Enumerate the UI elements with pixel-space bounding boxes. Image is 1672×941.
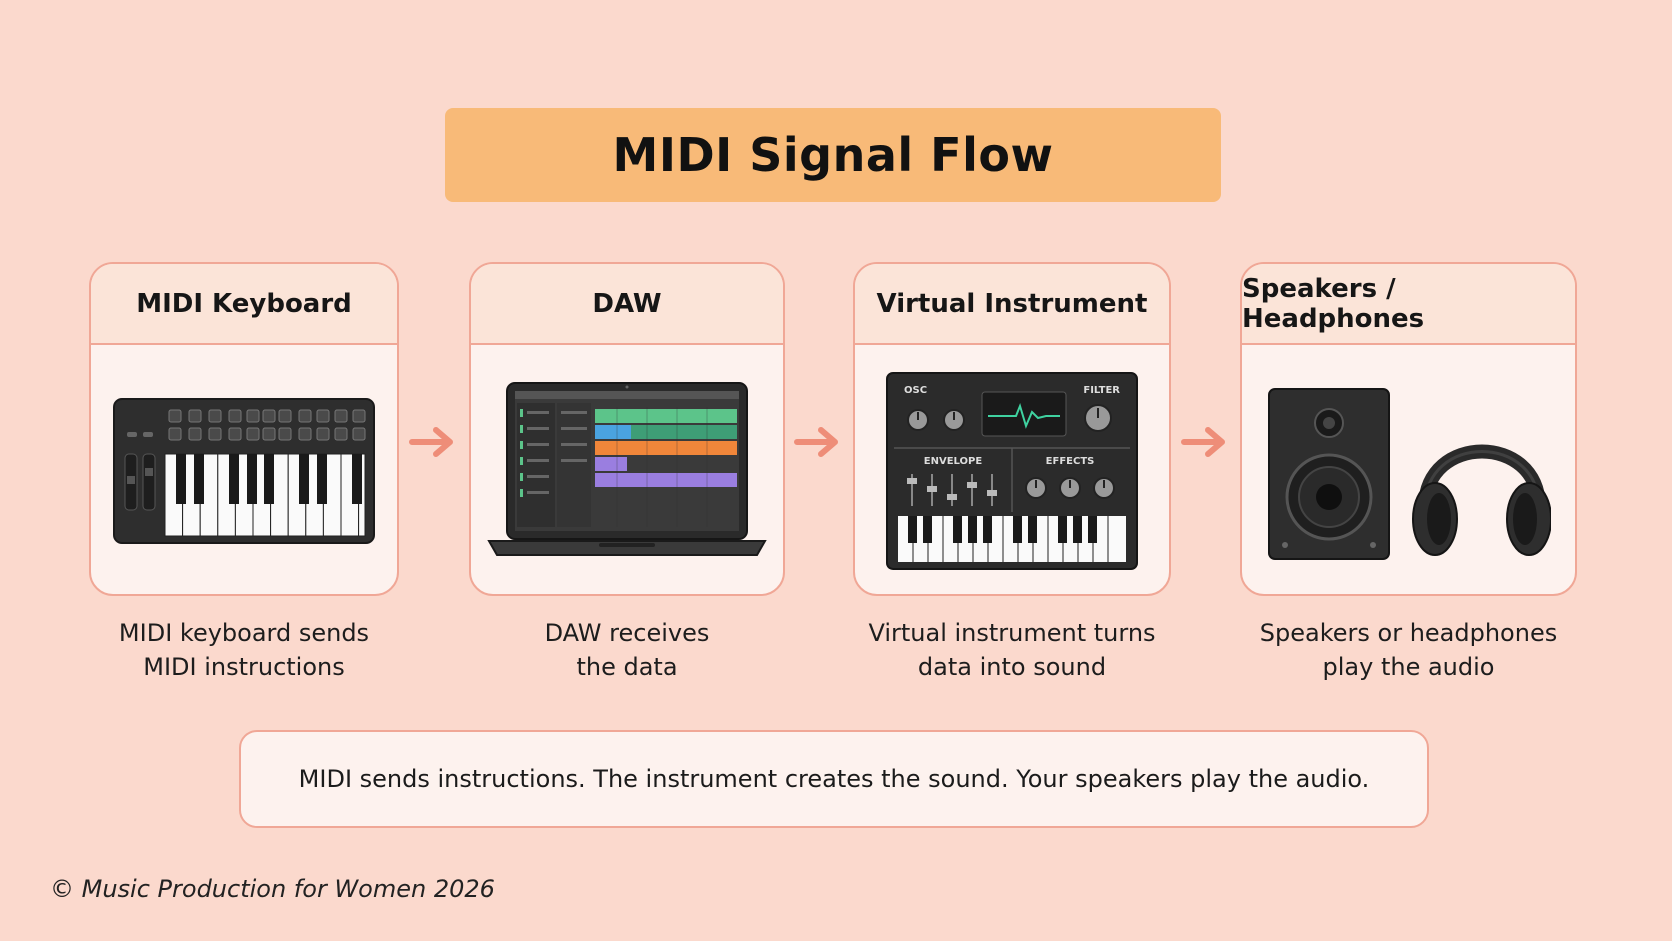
summary-box: MIDI sends instructions. The instrument … [239, 730, 1429, 828]
card-title: Speakers / Headphones [1242, 273, 1425, 334]
synthesizer-icon: OSC FILTER ENVELOPE EFFECTS [886, 371, 1138, 570]
card-body [1242, 347, 1575, 594]
step-card-midi-keyboard: MIDI Keyboard [89, 262, 399, 596]
page-title: MIDI Signal Flow [612, 128, 1054, 182]
card-body: OSC FILTER ENVELOPE EFFECTS [855, 347, 1169, 594]
card-header: Virtual Instrument [855, 264, 1169, 345]
copyright-footer: © Music Production for Women 2026 [50, 875, 495, 903]
title-banner: MIDI Signal Flow [445, 108, 1221, 202]
card-header: Speakers / Headphones [1242, 264, 1575, 345]
laptop-daw-icon [487, 381, 767, 556]
step-card-daw: DAW [469, 262, 785, 596]
step-caption-daw: DAW receives the data [544, 619, 710, 681]
card-body [91, 347, 397, 594]
card-title: MIDI Keyboard [136, 288, 352, 319]
arrow-right-icon [794, 427, 838, 457]
step-caption-speakers-headphones: Speakers or headphones play the audio [1259, 619, 1558, 681]
step-card-speakers-headphones: Speakers / Headphones [1240, 262, 1577, 596]
card-header: MIDI Keyboard [91, 264, 397, 345]
step-caption-virtual-instrument: Virtual instrument turns data into sound [868, 619, 1156, 681]
filter-label: FILTER [1083, 385, 1120, 396]
card-title: DAW [592, 288, 662, 319]
step-caption-midi-keyboard: MIDI keyboard sends MIDI instructions [118, 619, 370, 681]
card-body [471, 347, 783, 594]
summary-text: MIDI sends instructions. The instrument … [298, 765, 1370, 793]
midi-keyboard-icon [113, 397, 375, 544]
envelope-label: ENVELOPE [924, 456, 983, 467]
effects-label: EFFECTS [1046, 456, 1095, 467]
card-title: Virtual Instrument [876, 288, 1148, 319]
step-card-virtual-instrument: Virtual Instrument OSC FILTER ENVELOPE E… [853, 262, 1171, 596]
speaker-icon [1267, 387, 1390, 560]
arrow-right-icon [409, 427, 453, 457]
osc-label: OSC [904, 385, 927, 396]
arrow-right-icon [1181, 427, 1225, 457]
headphones-icon [1411, 444, 1551, 556]
speaker-headphones-icon [1267, 387, 1551, 560]
card-header: DAW [471, 264, 783, 345]
